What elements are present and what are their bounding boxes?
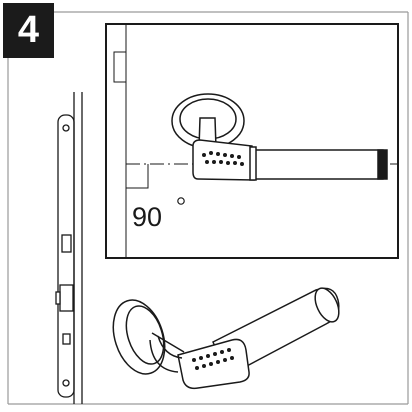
step-number-badge: 4 <box>3 3 54 58</box>
lever-handle-perspective <box>112 287 340 390</box>
outer-frame <box>7 11 409 405</box>
detail-panel <box>105 23 399 259</box>
keypad-perspective-icon <box>192 348 234 370</box>
mortise-lock-icon <box>55 92 83 404</box>
degree-symbol <box>177 197 185 205</box>
angle-label: 90 <box>132 202 163 232</box>
lever-handle-icon <box>171 93 388 181</box>
keypad-icon <box>202 151 244 166</box>
